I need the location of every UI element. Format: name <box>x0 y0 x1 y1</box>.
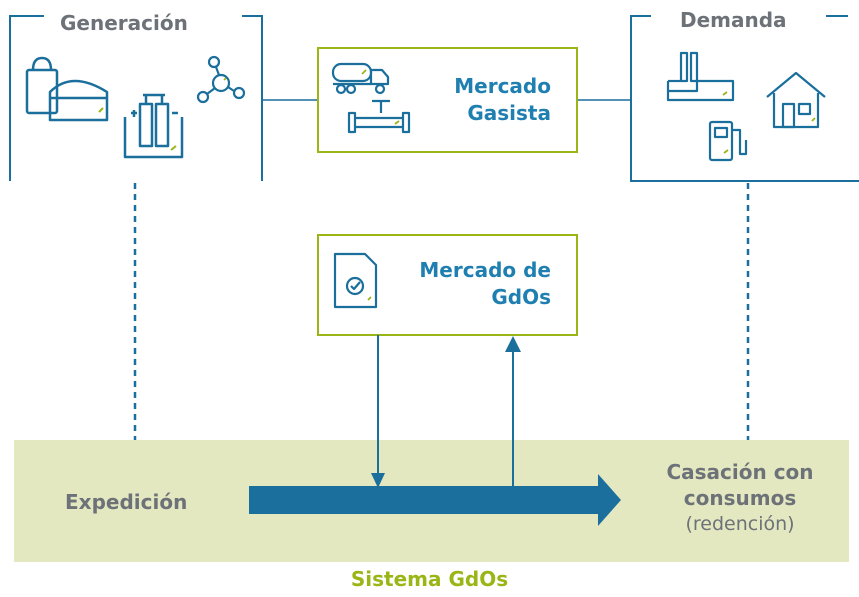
mercado-gdos-line2: GdOs <box>491 285 551 309</box>
mercado-gasista-line1: Mercado <box>454 74 551 98</box>
certificate-icon <box>333 252 378 309</box>
up-arrow-head <box>505 336 521 352</box>
electrolyzer-icon <box>123 93 184 159</box>
generacion-title: Generación <box>60 11 188 35</box>
mercado-gasista-line2: Gasista <box>467 101 551 125</box>
mercado-gdos-line1: Mercado de <box>419 258 551 282</box>
casacion-line2: consumos <box>683 486 797 510</box>
gas-truck-icon <box>331 62 390 95</box>
down-arrow-head <box>371 473 385 488</box>
mercado-gdos-label: Mercado de GdOs <box>419 257 551 311</box>
mercado-gdos-box <box>317 234 578 336</box>
casacion-label: Casación con consumos (redención) <box>640 459 840 537</box>
factory-icon <box>666 51 735 102</box>
molecule-icon <box>196 55 246 104</box>
system-label: Sistema GdOs <box>350 567 509 591</box>
main-arrow-body <box>249 486 601 514</box>
main-arrow-head <box>598 474 621 526</box>
mercado-gasista-box <box>317 47 578 153</box>
fuel-pump-icon <box>708 120 748 162</box>
generacion-box <box>9 15 263 181</box>
casacion-sub: (redención) <box>685 513 795 535</box>
house-icon <box>766 71 826 129</box>
expedicion-label: Expedición <box>65 490 188 514</box>
demanda-box <box>630 15 859 182</box>
casacion-line1: Casación con <box>666 460 814 484</box>
demanda-title: Demanda <box>680 8 787 32</box>
mercado-gasista-label: Mercado Gasista <box>454 73 551 127</box>
pipeline-valve-icon <box>347 99 411 134</box>
biogas-plant-icon <box>25 56 109 122</box>
